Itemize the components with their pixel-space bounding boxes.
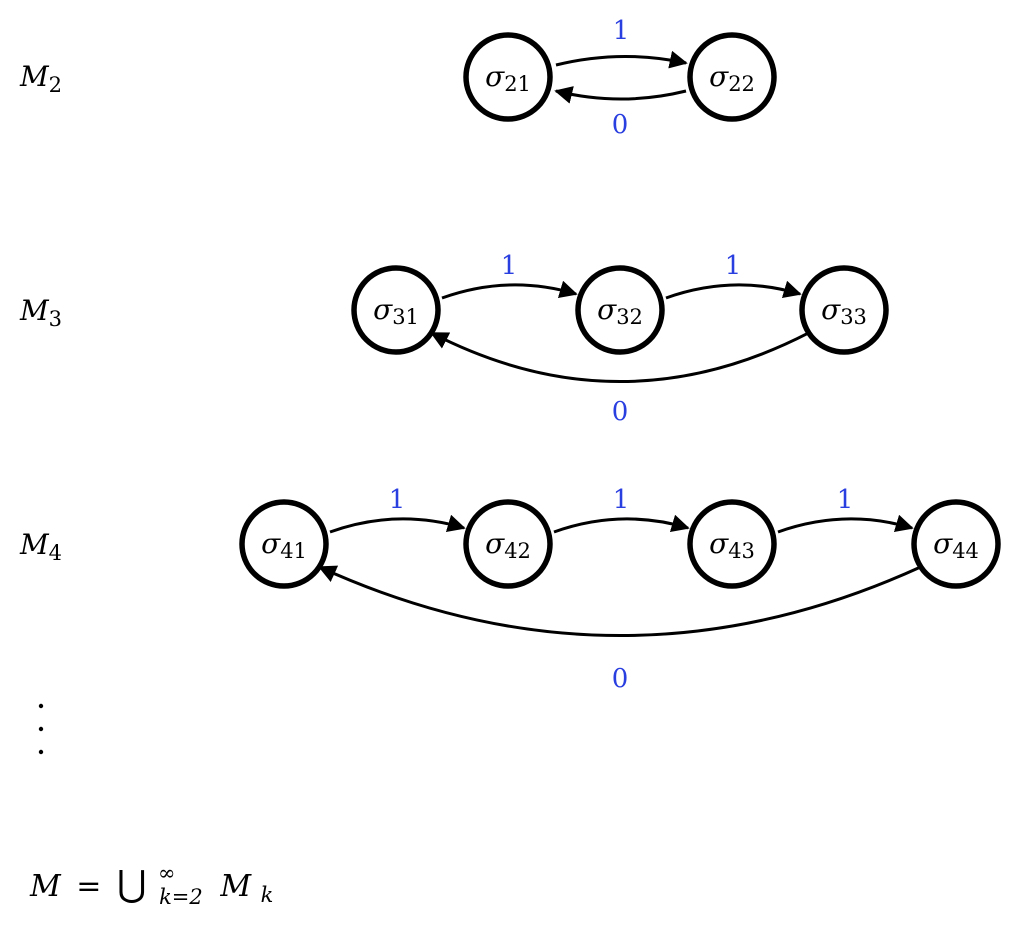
state-node-22: σ22 [687,32,777,122]
state-label-32: σ32 [597,293,643,329]
edge-m3-forward-1 [441,280,578,300]
edge-label-m3-back: 0 [612,397,629,427]
edge-label-m3-forward-2: 1 [725,251,742,281]
state-node-42: σ42 [463,499,553,589]
machine-label-m4: M4 [19,528,62,565]
state-node-43: σ43 [687,499,777,589]
state-circle-31 [351,265,441,355]
edge-label-m4-forward-3: 1 [837,485,854,515]
machine-label-m3: M3 [19,294,62,331]
state-label-31: σ31 [373,293,419,329]
transition-labels: 1 0 1 1 0 1 1 1 0 [389,16,854,694]
edge-m4-forward-3 [777,514,914,534]
state-node-44: σ44 [911,499,1001,589]
state-circle-44 [911,499,1001,589]
edge-m4-back [318,565,921,638]
state-circle-42 [463,499,553,589]
edge-m4-forward-1 [329,514,466,534]
state-circle-33 [799,265,889,355]
state-label-21: σ21 [485,60,531,96]
edge-m3-back [430,331,809,383]
state-label-42: σ42 [485,527,531,563]
edge-m2-forward-1 [555,50,688,69]
union-formula: M = ⋃ ∞ k=2 M k [29,853,273,912]
edge-label-m4-back: 0 [612,664,629,694]
edge-label-m4-forward-2: 1 [613,485,630,515]
state-circle-32 [575,265,665,355]
state-circle-21 [463,32,553,122]
edge-m3-forward-2 [665,280,802,300]
state-node-21: σ21 [463,32,553,122]
state-circle-43 [687,499,777,589]
transition-edges [318,50,921,638]
machine-label-m2: M2 [19,60,62,97]
edge-label-m2-forward-1: 1 [613,16,630,46]
vertical-ellipsis [38,703,44,755]
edge-label-m3-forward-1: 1 [501,251,518,281]
state-label-44: σ44 [933,527,979,563]
state-label-33: σ33 [821,293,867,329]
state-circle-22 [687,32,777,122]
state-nodes: σ21 σ22 σ31 σ32 σ33 σ41 σ42 σ43 σ44 [239,32,1001,589]
edge-label-m4-forward-1: 1 [389,485,406,515]
edge-m4-forward-2 [553,514,690,534]
state-circle-41 [239,499,329,589]
state-node-33: σ33 [799,265,889,355]
state-label-41: σ41 [261,527,307,563]
state-node-31: σ31 [351,265,441,355]
state-node-32: σ32 [575,265,665,355]
state-node-41: σ41 [239,499,329,589]
edge-label-m2-back: 0 [612,110,629,140]
state-label-22: σ22 [709,60,755,96]
state-label-43: σ43 [709,527,755,563]
edge-m2-back [554,86,687,104]
